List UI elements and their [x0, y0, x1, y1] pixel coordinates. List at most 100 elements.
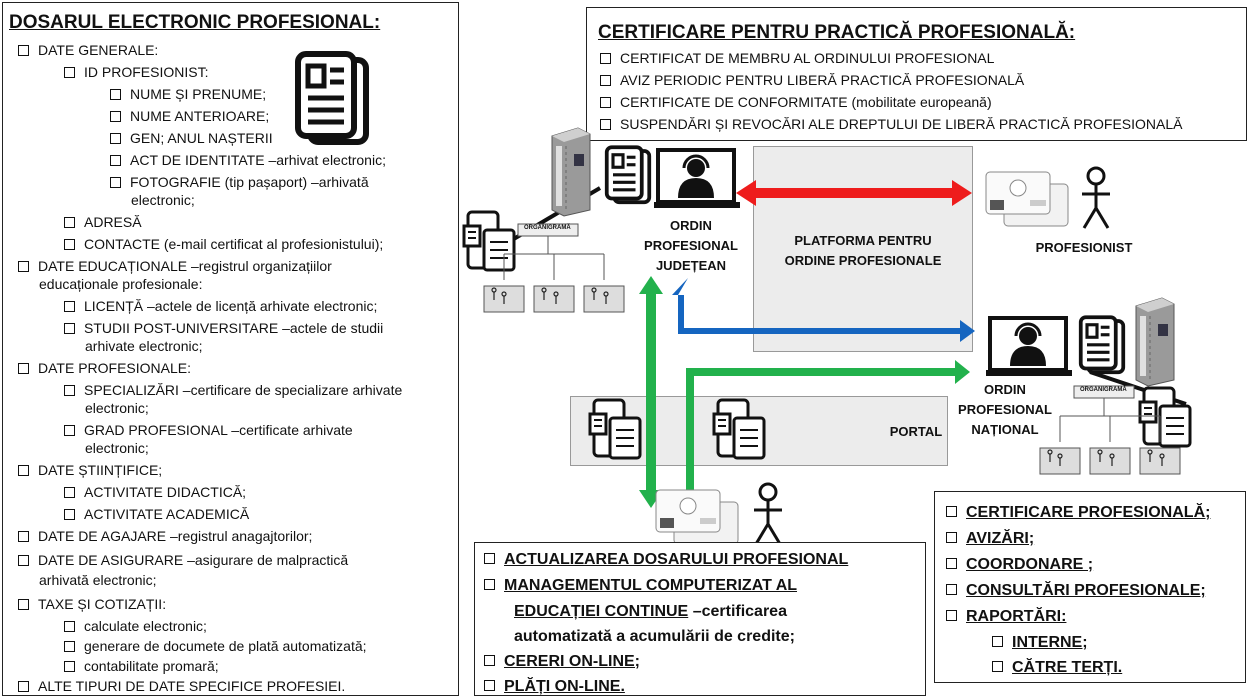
list-item: ID PROFESIONIST:	[64, 64, 208, 80]
list-item: MANAGEMENTUL COMPUTERIZAT AL	[484, 576, 797, 596]
list-item: calculate electronic;	[64, 618, 207, 634]
checkbox-icon	[600, 96, 611, 108]
checkbox-icon	[64, 620, 75, 632]
list-item: CONTACTE (e-mail certificat al profesion…	[64, 236, 383, 252]
checkbox-icon	[18, 598, 29, 610]
checkbox-icon	[18, 362, 29, 374]
list-item-cont: electronic;	[85, 400, 149, 416]
checkbox-icon	[18, 44, 29, 56]
checkbox-icon	[18, 464, 29, 476]
checkbox-icon	[600, 74, 611, 86]
list-item: ACTIVITATE ACADEMICĂ	[64, 506, 249, 522]
list-item-cont: electronic;	[85, 440, 149, 456]
checkbox-icon	[600, 118, 611, 130]
list-item-cont: educaționale profesionale:	[39, 276, 203, 292]
checkbox-icon	[484, 655, 495, 667]
org-chart-icon	[1039, 385, 1181, 475]
person-icon	[1082, 166, 1110, 229]
checkbox-icon	[64, 384, 75, 396]
list-item: CĂTRE TERȚI.	[992, 658, 1122, 678]
checkbox-icon	[110, 154, 121, 166]
green-arrow-vertical	[639, 276, 663, 508]
list-item: PLĂȚI ON-LINE.	[484, 677, 625, 697]
list-item: generare de documete de plată automatiza…	[64, 638, 367, 654]
list-item: STUDII POST-UNIVERSITARE –actele de stud…	[64, 320, 383, 336]
checkbox-icon	[600, 52, 611, 64]
list-item: ACT DE IDENTITATE –arhivat electronic;	[110, 152, 386, 168]
org-chart-judetean: ORGANIGRAMĂ	[474, 223, 634, 320]
operator-laptop-icon	[986, 316, 1072, 376]
list-item: DATE PROFESIONALE:	[18, 360, 191, 376]
list-item: CERTIFICAT DE MEMBRU AL ORDINULUI PROFES…	[600, 50, 994, 66]
operator-laptop-icon	[654, 148, 740, 208]
list-item: CONSULTĂRI PROFESIONALE;	[946, 581, 1206, 601]
tablet-docs-icon	[462, 210, 516, 272]
checkbox-icon	[18, 260, 29, 272]
list-item: CERTIFICARE PROFESIONALĂ;	[946, 503, 1210, 523]
checkbox-icon	[18, 680, 29, 692]
list-item: GEN; ANUL NAȘTERII	[110, 130, 273, 146]
list-item: DATE ȘTIINȚIFICE;	[18, 462, 162, 478]
cert-panel-title: CERTIFICARE PENTRU PRACTICĂ PROFESIONALĂ…	[598, 22, 1076, 43]
list-item: RAPORTĂRI:	[946, 607, 1066, 627]
list-item: DATE EDUCAȚIONALE –registrul organizații…	[18, 258, 332, 274]
profesionist-label-top: PROFESIONIST	[1035, 240, 1133, 255]
checkbox-icon	[992, 636, 1003, 648]
tablet-docs-icon	[588, 398, 642, 460]
checkbox-icon	[64, 216, 75, 228]
person-icon	[754, 482, 782, 545]
list-item-cont: electronic;	[131, 192, 195, 208]
checkbox-icon	[484, 579, 495, 591]
checkbox-icon	[110, 176, 121, 188]
checkbox-icon	[946, 584, 957, 596]
checkbox-icon	[946, 610, 957, 622]
checkbox-icon	[64, 300, 75, 312]
checkbox-icon	[64, 640, 75, 652]
list-item: DATE DE ASIGURARE –asigurare de malpract…	[18, 552, 348, 568]
checkbox-icon	[110, 132, 121, 144]
list-item-cont: EDUCAȚIEI CONTINUE –certificarea	[514, 603, 787, 620]
list-item: ACTUALIZAREA DOSARULUI PROFESIONAL	[484, 550, 848, 570]
list-item-cont: arhivate electronic;	[85, 338, 203, 354]
list-item: CERTIFICATE DE CONFORMITATE (mobilitate …	[600, 94, 992, 110]
list-item: NUME ANTERIOARE;	[110, 108, 269, 124]
list-item: NUME ȘI PRENUME;	[110, 86, 266, 102]
list-item: CERERI ON-LINE;	[484, 652, 640, 672]
list-item-cont: automatizată a acumulării de credite;	[514, 628, 795, 645]
tablet-docs-icon	[712, 398, 766, 460]
list-item: LICENȚĂ –actele de licență arhivate elec…	[64, 298, 377, 314]
list-item: SPECIALIZĂRI –certificare de specializar…	[64, 382, 402, 398]
checkbox-icon	[64, 66, 75, 78]
list-item: COORDONARE ;	[946, 555, 1093, 575]
checkbox-icon	[484, 680, 495, 692]
list-item: SUSPENDĂRI ȘI REVOCĂRI ALE DREPTULUI DE …	[600, 116, 1182, 132]
portal-label: PORTAL	[889, 424, 943, 439]
document-icon	[295, 51, 369, 145]
server-icon	[551, 127, 591, 217]
org-chart-title: ORGANIGRAMĂ	[1080, 387, 1127, 393]
checkbox-icon	[110, 110, 121, 122]
platform-box	[753, 146, 973, 352]
checkbox-icon	[946, 506, 957, 518]
blue-arrow	[672, 278, 975, 342]
checkbox-icon	[64, 508, 75, 520]
document-icon	[1078, 315, 1126, 375]
bottom-right-panel	[934, 491, 1246, 683]
list-item: TAXE ȘI COTIZAȚII:	[18, 596, 166, 612]
org-chart-national: ORGANIGRAMĂ	[1030, 385, 1190, 482]
server-icon	[1135, 297, 1175, 387]
org-chart-title: ORGANIGRAMĂ	[524, 225, 571, 231]
checkbox-icon	[484, 553, 495, 565]
checkbox-icon	[110, 88, 121, 100]
id-card-icon	[985, 171, 1069, 227]
id-card-icon	[655, 489, 739, 545]
list-item: AVIZ PERIODIC PENTRU LIBERĂ PRACTICĂ PRO…	[600, 72, 1024, 88]
cert-panel	[586, 7, 1247, 141]
checkbox-icon	[64, 424, 75, 436]
bottom-middle-panel	[474, 542, 926, 696]
list-item: GRAD PROFESIONAL –certificate arhivate	[64, 422, 353, 438]
list-item: DATE DE AGAJARE –registrul anagajtorilor…	[18, 528, 312, 544]
list-item: ADRESĂ	[64, 214, 142, 230]
